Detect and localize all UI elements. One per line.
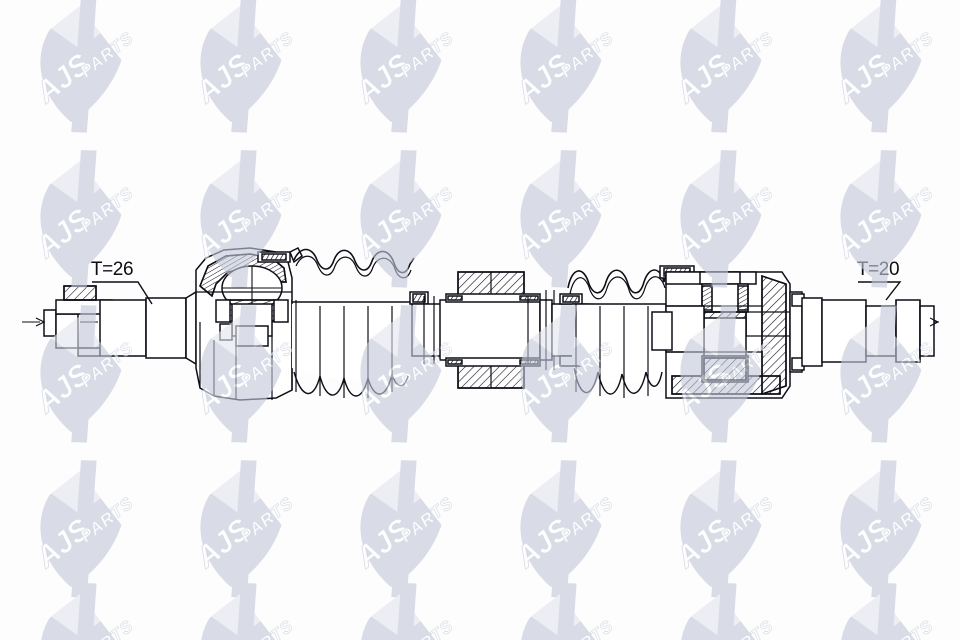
outer-cv-joint <box>195 247 293 401</box>
center-support-bearing <box>439 271 553 389</box>
label-inner-spline: T=20 <box>857 259 899 280</box>
label-outer-spline: T=26 <box>91 259 133 280</box>
right-splined-shaft <box>789 291 940 373</box>
outer-boot-clamp-small <box>409 291 429 305</box>
inner-tripod-joint <box>651 271 806 399</box>
left-splined-shaft <box>99 290 197 366</box>
outer-cv-boot <box>291 248 415 398</box>
